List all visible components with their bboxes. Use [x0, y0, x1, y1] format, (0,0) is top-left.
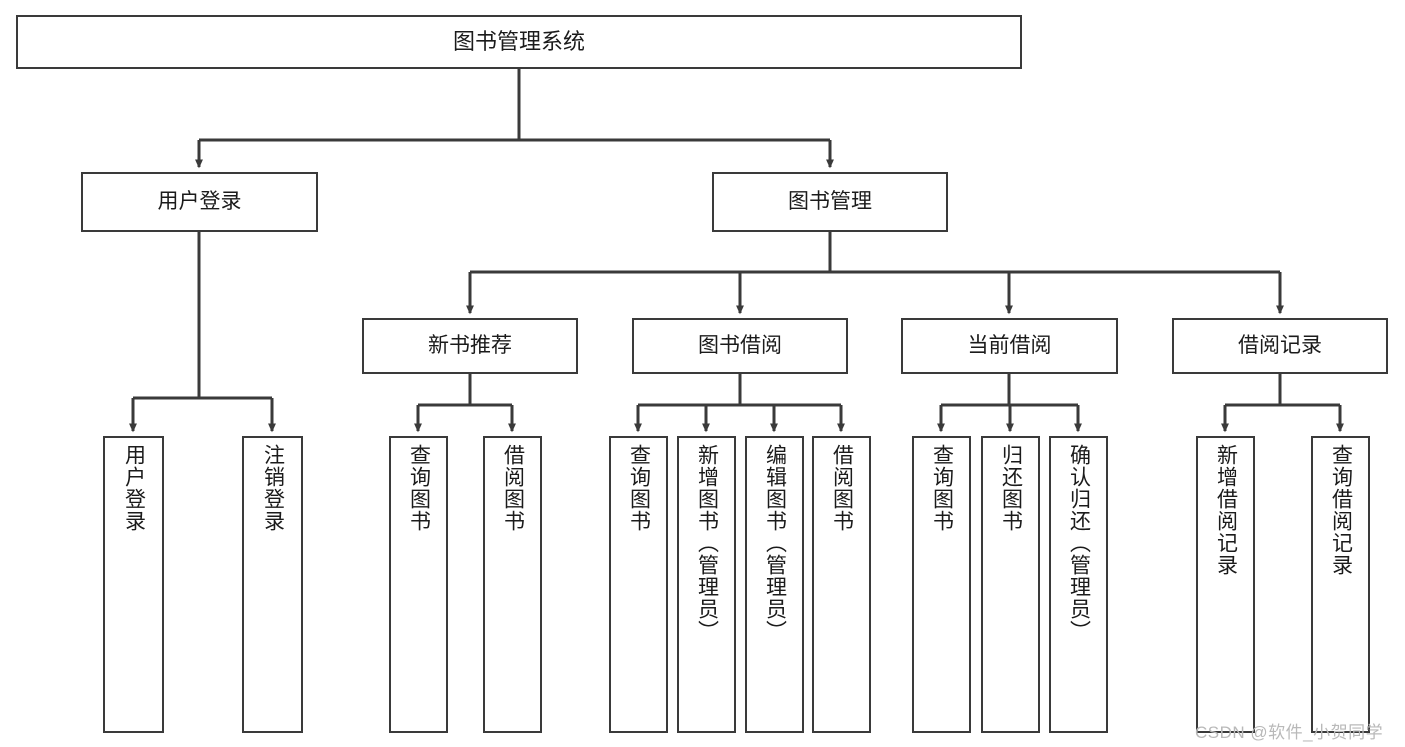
- node-leaf-edit-book-label: 编辑图书（管理员）: [763, 444, 787, 642]
- node-leaf-confirm-return[interactable]: 确认归还（管理员）: [1049, 436, 1108, 733]
- node-leaf-borrow-book[interactable]: 借阅图书: [812, 436, 871, 733]
- node-root-label: 图书管理系统: [452, 29, 585, 55]
- node-user-login-label: 用户登录: [157, 189, 242, 213]
- node-book-manage[interactable]: 图书管理: [712, 172, 948, 232]
- node-leaf-query-book-borrow[interactable]: 查询图书: [609, 436, 668, 733]
- csdn-watermark: CSDN @软件_小贺同学: [1195, 723, 1384, 742]
- node-new-book-recommend-label: 新书推荐: [428, 333, 512, 357]
- node-leaf-borrow-book-rec-label: 借阅图书: [501, 444, 525, 532]
- node-leaf-query-book-current[interactable]: 查询图书: [912, 436, 971, 733]
- node-leaf-confirm-return-label: 确认归还（管理员）: [1067, 444, 1091, 642]
- node-leaf-add-borrow-record[interactable]: 新增借阅记录: [1196, 436, 1255, 733]
- node-leaf-query-book-rec[interactable]: 查询图书: [389, 436, 448, 733]
- node-leaf-return-book-label: 归还图书: [999, 444, 1023, 532]
- node-leaf-user-login[interactable]: 用户登录: [103, 436, 164, 733]
- node-user-login[interactable]: 用户登录: [81, 172, 318, 232]
- node-current-borrow-label: 当前借阅: [967, 333, 1052, 357]
- node-book-borrow[interactable]: 图书借阅: [632, 318, 848, 374]
- node-leaf-query-borrow-record-label: 查询借阅记录: [1329, 444, 1353, 576]
- node-leaf-query-book-borrow-label: 查询图书: [627, 444, 651, 532]
- node-borrow-record-label: 借阅记录: [1238, 333, 1322, 357]
- node-leaf-logout[interactable]: 注销登录: [242, 436, 303, 733]
- node-new-book-recommend[interactable]: 新书推荐: [362, 318, 578, 374]
- node-leaf-edit-book[interactable]: 编辑图书（管理员）: [745, 436, 804, 733]
- node-book-manage-label: 图书管理: [788, 189, 872, 213]
- node-leaf-user-login-label: 用户登录: [122, 444, 146, 532]
- node-leaf-logout-label: 注销登录: [261, 444, 285, 532]
- node-leaf-borrow-book-rec[interactable]: 借阅图书: [483, 436, 542, 733]
- node-leaf-add-book[interactable]: 新增图书（管理员）: [677, 436, 736, 733]
- node-borrow-record[interactable]: 借阅记录: [1172, 318, 1388, 374]
- node-book-borrow-label: 图书借阅: [698, 333, 782, 357]
- node-leaf-query-book-rec-label: 查询图书: [407, 444, 431, 532]
- node-leaf-return-book[interactable]: 归还图书: [981, 436, 1040, 733]
- node-current-borrow[interactable]: 当前借阅: [901, 318, 1118, 374]
- node-leaf-query-book-current-label: 查询图书: [930, 444, 954, 532]
- node-leaf-add-borrow-record-label: 新增借阅记录: [1214, 444, 1238, 576]
- node-root[interactable]: 图书管理系统: [16, 15, 1022, 69]
- node-leaf-add-book-label: 新增图书（管理员）: [695, 444, 719, 642]
- node-leaf-borrow-book-label: 借阅图书: [830, 444, 854, 532]
- node-leaf-query-borrow-record[interactable]: 查询借阅记录: [1311, 436, 1370, 733]
